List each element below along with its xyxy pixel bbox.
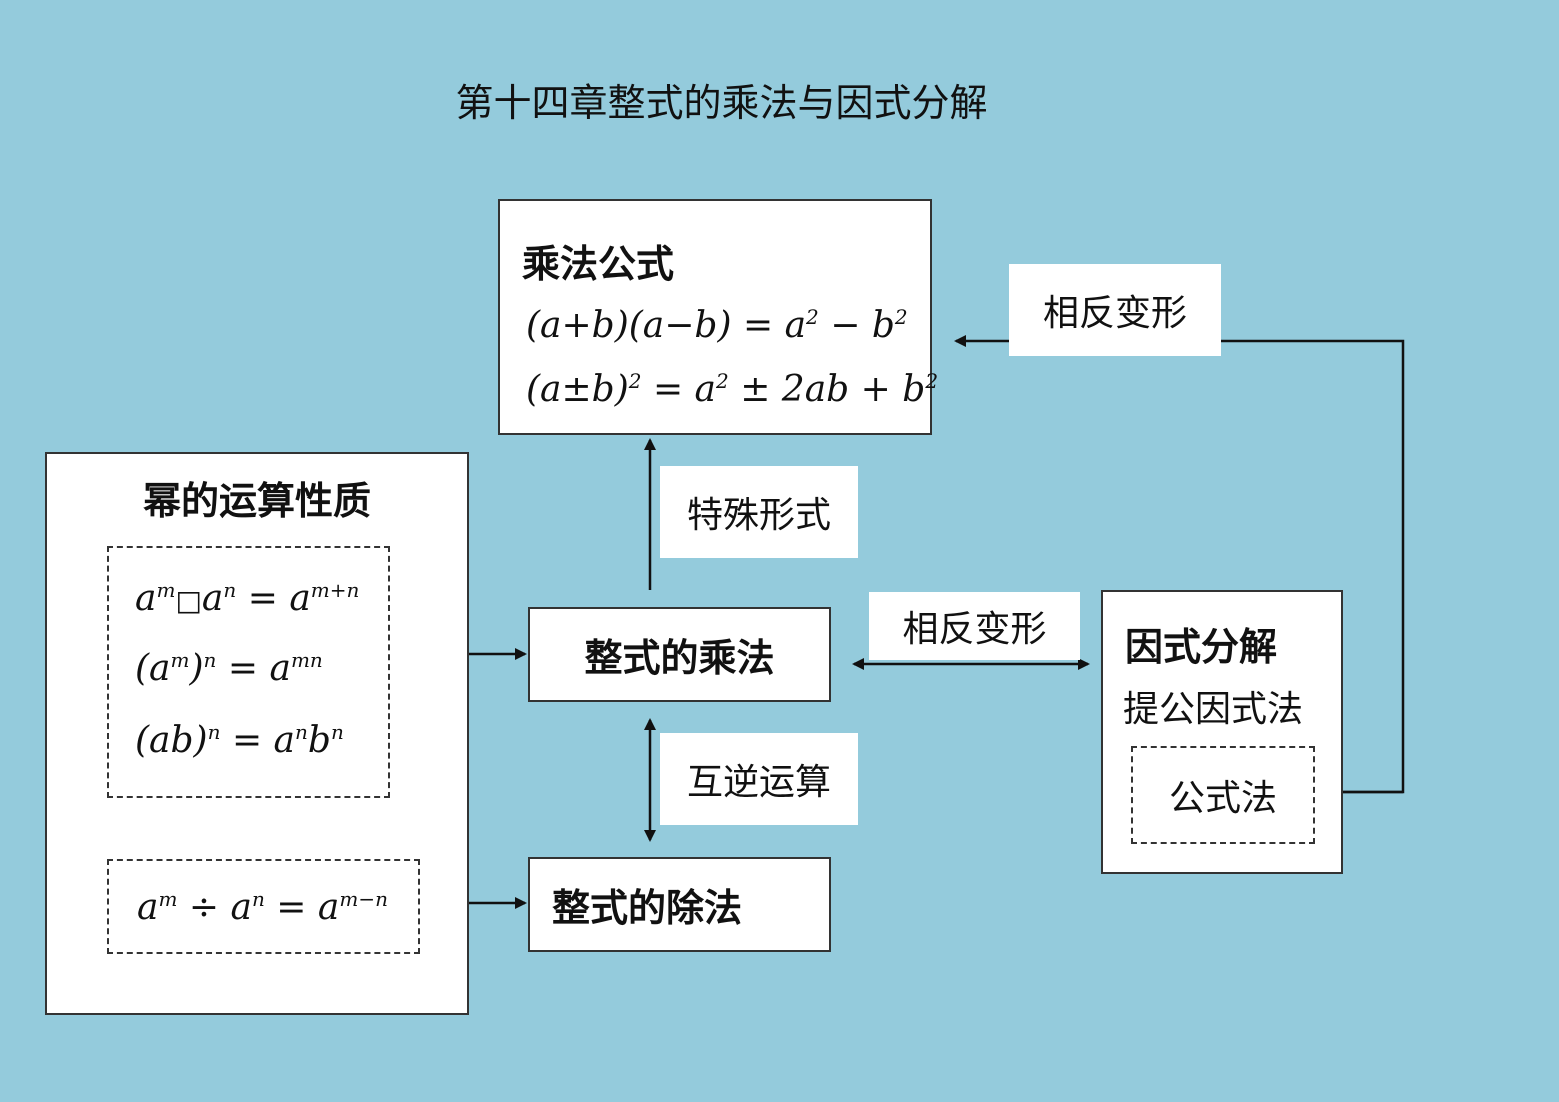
power-rule-quotient: am ÷ an = am−n [137, 887, 388, 928]
formula-line-2-part: (a±b) [526, 369, 629, 410]
rule-part: ÷ a [177, 887, 252, 928]
rule-part: (ab) [135, 720, 208, 761]
rule-exp: n [203, 648, 217, 672]
factor-method-formula: 公式法 [1131, 746, 1315, 844]
rule-exp: m−n [339, 887, 388, 911]
rule-part: a [201, 578, 224, 619]
rule-exp: m [158, 887, 178, 911]
rule-part: = a [220, 720, 296, 761]
rule-part: □ [175, 584, 202, 617]
formula-line-2-part: = a [641, 369, 717, 410]
rule-exp: m+n [310, 578, 360, 602]
diagram-title: 第十四章整式的乘法与因式分解 [0, 72, 1559, 127]
diagram-title-text: 第十四章整式的乘法与因式分解 [455, 81, 988, 125]
formula-line-2-exp: 2 [716, 369, 729, 393]
formula-heading: 乘法公式 [522, 242, 675, 286]
power-rules-dashed-group: am□an = am+n (am)n = amn (ab)n = anbn [107, 546, 390, 798]
factorization-heading: 因式分解 [1125, 625, 1278, 669]
rule-part: a [137, 887, 159, 928]
rule-part: = a [216, 648, 291, 689]
power-rule-power: (am)n = amn [135, 648, 323, 689]
label-special-form: 特殊形式 [660, 466, 858, 558]
formula-line-2: (a±b)2 = a2 ± 2ab + b2 [526, 369, 938, 410]
factor-method-formula-text: 公式法 [1168, 778, 1277, 819]
rule-exp: mn [290, 648, 323, 672]
label-inverse-mid: 相反变形 [869, 592, 1080, 660]
rule-part: a [135, 578, 157, 619]
formula-line-2-part: ± 2ab + b [728, 369, 926, 410]
rule-exp: n [251, 887, 265, 911]
rule-part: = a [264, 887, 340, 928]
rule-exp: n [207, 720, 221, 744]
formula-line-2-exp: 2 [925, 369, 939, 393]
rule-exp: m [170, 648, 190, 672]
rule-part: b [307, 720, 331, 761]
rule-part: (a [135, 648, 171, 689]
rule-part: = a [236, 578, 311, 619]
formula-line-1-exp: 2 [894, 305, 908, 329]
rule-exp: n [295, 720, 308, 744]
rule-exp: n [330, 720, 344, 744]
formula-line-1-part: (a+b)(a−b) = a [526, 305, 807, 346]
rule-exp: n [223, 578, 237, 602]
power-rules-box: 幂的运算性质 am□an = am+n (am)n = amn (ab)n = … [45, 452, 469, 1015]
rule-exp: m [156, 578, 176, 602]
factor-method-common: 提公因式法 [1123, 689, 1304, 730]
formula-line-1-part: − b [818, 305, 895, 346]
division-rule-dashed-group: am ÷ an = am−n [107, 859, 420, 954]
formula-line-1: (a+b)(a−b) = a2 − b2 [526, 305, 908, 346]
factorization-box: 因式分解 提公因式法 公式法 [1101, 590, 1343, 874]
power-rule-product: am□an = am+n [135, 578, 359, 619]
formula-line-1-exp: 2 [806, 305, 819, 329]
rule-part: ) [189, 648, 204, 689]
polynomial-division-box: 整式的除法 [528, 857, 831, 952]
label-inverse-top: 相反变形 [1009, 264, 1221, 356]
formula-box: 乘法公式 (a+b)(a−b) = a2 − b2 (a±b)2 = a2 ± … [498, 199, 938, 435]
formula-line-2-exp: 2 [628, 369, 642, 393]
power-rule-product-power: (ab)n = anbn [135, 720, 344, 761]
polynomial-multiplication-box: 整式的乘法 [528, 607, 831, 702]
label-mutual-inverse: 互逆运算 [660, 733, 858, 825]
power-rules-heading: 幂的运算性质 [142, 479, 371, 523]
